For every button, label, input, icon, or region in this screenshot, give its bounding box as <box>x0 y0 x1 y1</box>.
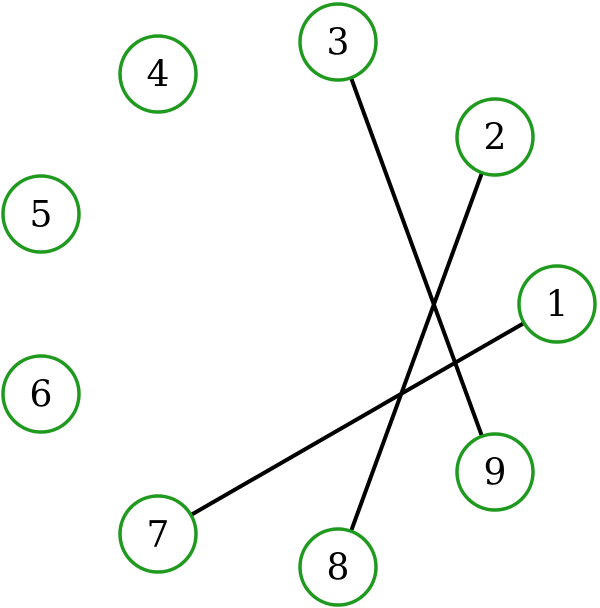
node-circle <box>517 264 597 344</box>
node-label: 8 <box>327 548 350 589</box>
node-4: 4 <box>118 34 198 114</box>
node-circle <box>118 494 198 574</box>
node-circle <box>1 174 81 254</box>
edge-1-7 <box>189 321 526 517</box>
node-circle <box>1 354 81 434</box>
node-2: 2 <box>455 97 535 177</box>
node-circle <box>298 2 378 82</box>
node-circle <box>455 432 535 512</box>
node-label: 3 <box>327 23 350 64</box>
node-8: 8 <box>298 527 378 607</box>
node-7: 7 <box>118 494 198 574</box>
node-label: 4 <box>147 55 170 96</box>
edges-layer <box>189 77 526 532</box>
node-label: 1 <box>546 285 569 326</box>
edge-2-8 <box>349 172 484 532</box>
node-5: 5 <box>1 174 81 254</box>
edge-3-9 <box>349 77 484 437</box>
node-label: 9 <box>484 453 507 494</box>
node-label: 6 <box>30 375 53 416</box>
node-circle <box>298 527 378 607</box>
node-9: 9 <box>455 432 535 512</box>
node-label: 2 <box>484 118 507 159</box>
node-6: 6 <box>1 354 81 434</box>
node-3: 3 <box>298 2 378 82</box>
node-circle <box>455 97 535 177</box>
node-1: 1 <box>517 264 597 344</box>
node-label: 7 <box>147 515 170 556</box>
node-label: 5 <box>30 195 53 236</box>
node-circle <box>118 34 198 114</box>
